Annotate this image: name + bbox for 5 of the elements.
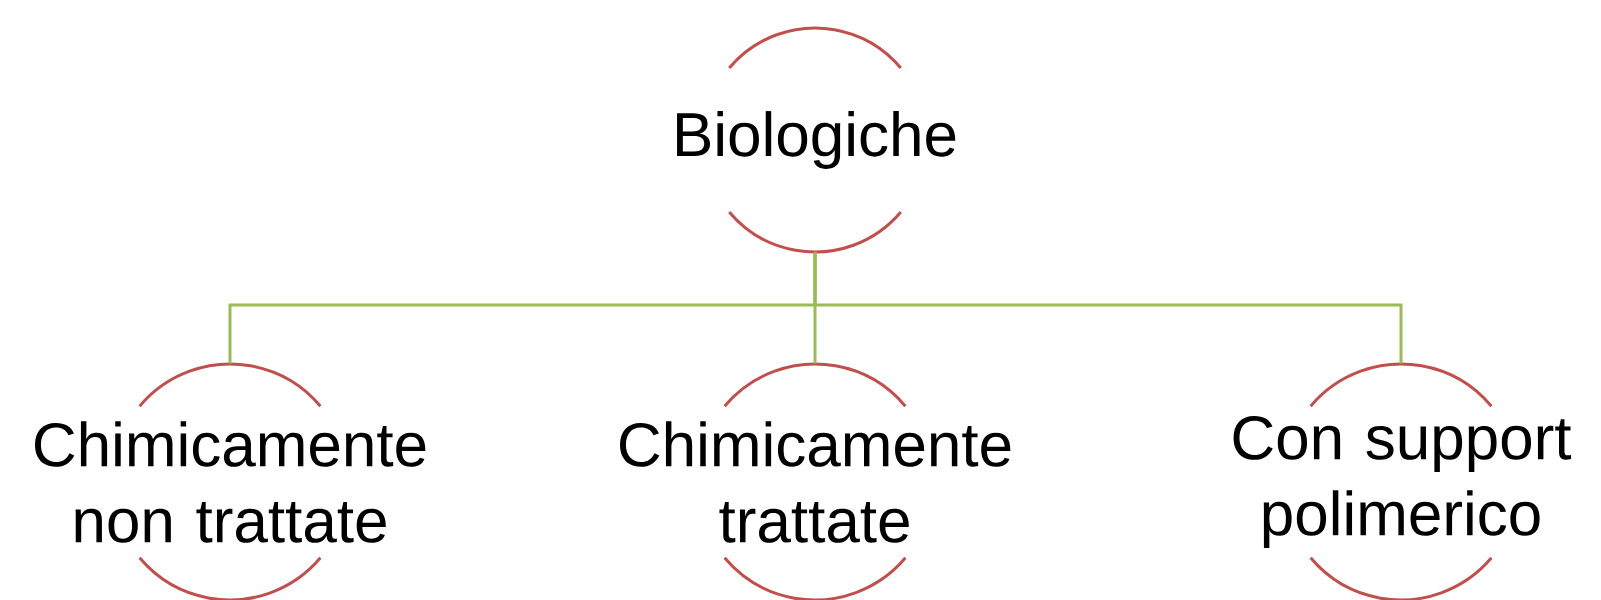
node-label: Con support polimerico xyxy=(1233,415,1572,549)
connector-line xyxy=(813,252,1403,364)
node-label: Chimicamente trattate xyxy=(620,421,1011,543)
node-label: Chimicamente non trattate xyxy=(35,421,426,543)
node-label: Biologiche xyxy=(677,111,956,169)
